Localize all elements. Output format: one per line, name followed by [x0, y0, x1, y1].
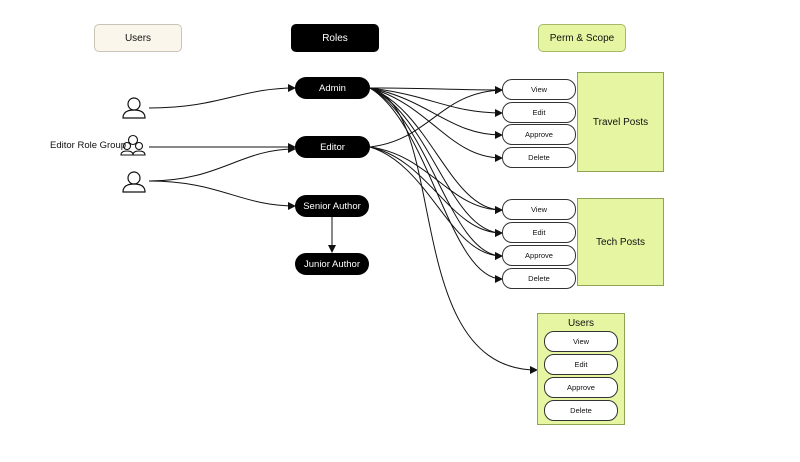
role-admin[interactable]: Admin [295, 77, 370, 99]
edge-admin-travel-approve [369, 87, 503, 139]
scope-title: Users [567, 318, 595, 329]
edge-admin-users-panel [369, 87, 538, 374]
role-senior-author[interactable]: Senior Author [295, 195, 369, 217]
perm-users-view[interactable]: View [544, 331, 618, 352]
user-icon [122, 171, 146, 193]
edge-editor-tech-view [369, 146, 503, 214]
edge-user-to-editor [148, 145, 296, 182]
edge-admin-tech-view [369, 87, 503, 214]
edge-admin-tech-edit [369, 87, 503, 237]
role-editor[interactable]: Editor [295, 136, 370, 158]
perm-users-approve[interactable]: Approve [544, 377, 618, 398]
scope-tech-posts: Tech Posts [577, 198, 664, 286]
perm-travel-edit[interactable]: Edit [502, 102, 576, 123]
perm-scope-column-header: Perm & Scope [538, 24, 626, 52]
editor-role-group-label: Editor Role Group [50, 140, 127, 151]
perm-travel-view[interactable]: View [502, 79, 576, 100]
role-junior-author[interactable]: Junior Author [295, 253, 369, 275]
user-group-icon [120, 134, 146, 156]
roles-column-header: Roles [291, 24, 379, 52]
edge-admin-tech-delete [369, 87, 503, 283]
edge-admin-tech-approve [369, 87, 503, 260]
edge-admin-travel-view [369, 85, 503, 94]
perm-tech-view[interactable]: View [502, 199, 576, 220]
users-column-header: Users [94, 24, 182, 52]
edge-user-to-admin [148, 84, 296, 109]
perm-tech-edit[interactable]: Edit [502, 222, 576, 243]
edge-editor-tech-edit [369, 146, 503, 237]
perm-travel-approve[interactable]: Approve [502, 124, 576, 145]
edge-admin-travel-edit [369, 87, 503, 117]
edge-editor-tech-approve [369, 146, 503, 260]
scope-travel-posts: Travel Posts [577, 72, 664, 172]
user-icon [122, 97, 146, 119]
perm-tech-approve[interactable]: Approve [502, 245, 576, 266]
perm-users-edit[interactable]: Edit [544, 354, 618, 375]
edge-user-to-senior-author [148, 180, 296, 210]
perm-users-delete[interactable]: Delete [544, 400, 618, 421]
scope-title: Travel Posts [592, 116, 649, 128]
edge-admin-travel-delete [369, 87, 503, 162]
perm-travel-delete[interactable]: Delete [502, 147, 576, 168]
edge-editor-travel-view [369, 86, 503, 148]
perm-tech-delete[interactable]: Delete [502, 268, 576, 289]
scope-title: Tech Posts [596, 236, 645, 248]
